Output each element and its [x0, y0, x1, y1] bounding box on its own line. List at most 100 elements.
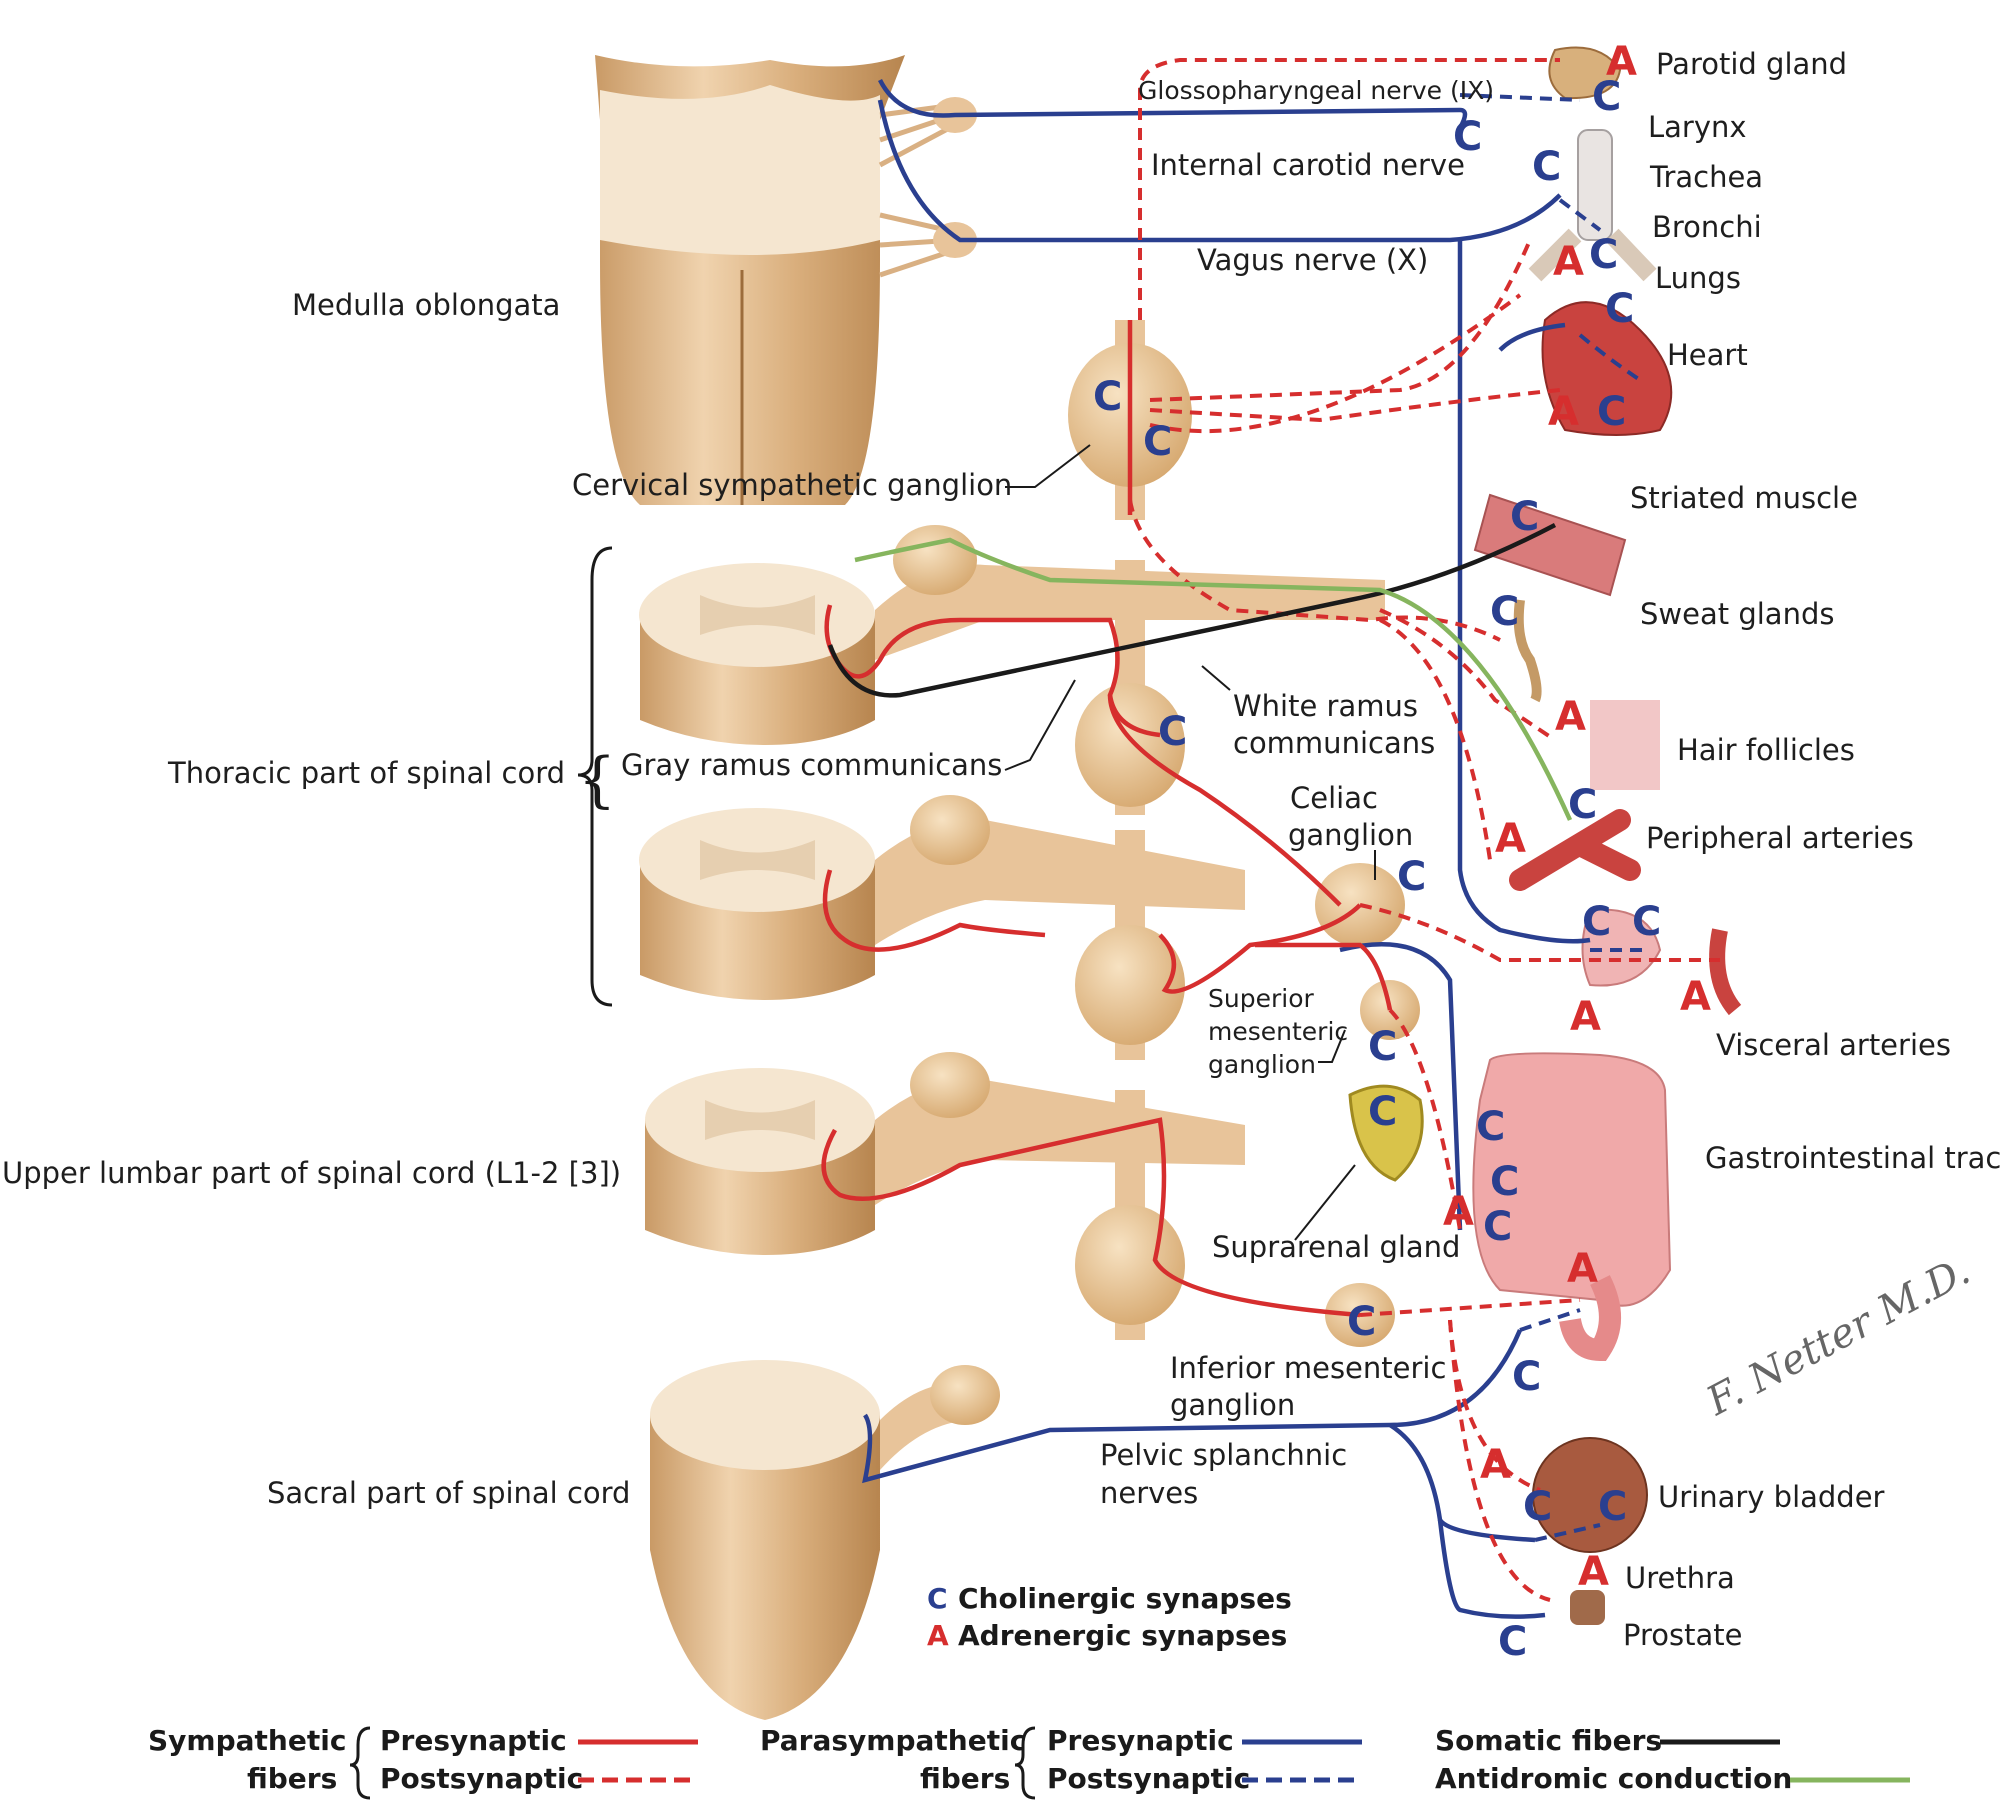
label-leader-lines: [1004, 444, 1376, 1241]
label-prostate: Prostate: [1623, 1618, 1742, 1652]
legend-sympathetic-1: Sympathetic: [148, 1724, 346, 1757]
thoracic-spinal-segment-1: [639, 525, 1385, 815]
synapse-c-rectum: C: [1512, 1354, 1541, 1400]
synapse-c-bronchi: C: [1589, 232, 1618, 278]
legend-parasympathetic-1: Parasympathetic: [760, 1724, 1026, 1757]
synapse-c-cervical-2: C: [1143, 419, 1172, 465]
synapse-c-trachea: C: [1532, 144, 1561, 190]
label-vagus-nerve: Vagus nerve (X): [1197, 243, 1428, 277]
ganglion-labels: Cervical sympathetic ganglion White ramu…: [572, 468, 1460, 1422]
legend-para-post: Postsynaptic: [1047, 1762, 1250, 1795]
synapse-a-peripheral: A: [1495, 816, 1526, 862]
label-parotid: Parotid gland: [1656, 47, 1847, 81]
parotid-gland-shape: [1548, 46, 1622, 100]
label-upper-lumbar-spinal-cord: Upper lumbar part of spinal cord (L1-2 […: [2, 1156, 621, 1190]
synapse-c-bladder-2: C: [1598, 1484, 1627, 1530]
synapse-c-glossopharyngeal: C: [1453, 114, 1482, 160]
synapse-key-c-text: Cholinergic synapses: [958, 1582, 1292, 1615]
label-white-ramus-1: White ramus: [1233, 689, 1418, 723]
synapse-a-parotid: A: [1606, 39, 1637, 85]
label-heart: Heart: [1667, 338, 1748, 372]
legend-para-pre: Presynaptic: [1047, 1724, 1234, 1757]
sweat-gland-shape: [1513, 599, 1542, 703]
nerve-labels: Glossopharyngeal nerve (IX) Internal car…: [1100, 76, 1494, 1510]
sacral-spinal-segment: [650, 1360, 1000, 1720]
label-pelvic-splanchnic-1: Pelvic splanchnic: [1100, 1438, 1347, 1472]
label-glossopharyngeal-nerve: Glossopharyngeal nerve (IX): [1138, 76, 1494, 105]
synapse-c-heart-2: C: [1597, 389, 1626, 435]
synapse-markers: A C C C C A C A C C C C C C A C A C C C …: [1093, 39, 1711, 1665]
label-peripheral-arteries: Peripheral arteries: [1646, 821, 1914, 855]
label-celiac-2: ganglion: [1288, 818, 1413, 852]
artist-signature: F. Netter M.D.: [1699, 1248, 1978, 1425]
label-urinary-bladder: Urinary bladder: [1658, 1480, 1885, 1514]
trachea-shape: [1577, 129, 1613, 241]
synapse-c-bladder-1: C: [1523, 1484, 1552, 1530]
synapse-key-c-letter: C: [927, 1582, 948, 1615]
synapse-key-a-letter: A: [927, 1619, 949, 1652]
label-internal-carotid-nerve: Internal carotid nerve: [1151, 148, 1465, 182]
visceral-artery-shape: [1709, 928, 1742, 1016]
synapse-a-visceral: A: [1680, 974, 1711, 1020]
parasympathetic-presynaptic-fibers: [862, 78, 1591, 1619]
synapse-c-heart-1: C: [1605, 286, 1634, 332]
striated-muscle-shape: [1473, 493, 1627, 597]
synapse-c-sweat: C: [1490, 589, 1519, 635]
synapse-c-striated: C: [1510, 494, 1539, 540]
label-infmes-1: Inferior mesenteric: [1170, 1351, 1446, 1385]
thoracic-brace-line: [577, 546, 613, 1007]
label-pelvic-splanchnic-2: nerves: [1100, 1476, 1198, 1510]
synapse-c-infmes: C: [1347, 1299, 1376, 1345]
antidromic-conduction-fiber: [854, 537, 1573, 821]
label-supmes-2: mesenteric: [1208, 1017, 1348, 1046]
upper-lumbar-spinal-segment: [645, 1052, 1245, 1340]
label-sweat-glands: Sweat glands: [1640, 597, 1834, 631]
label-sacral-spinal-cord: Sacral part of spinal cord: [267, 1476, 630, 1510]
heart-shape: [1541, 301, 1673, 436]
label-thoracic-spinal-cord: Thoracic part of spinal cord: [167, 756, 565, 790]
synapse-c-peripheral: C: [1568, 782, 1597, 828]
synapse-c-cervical-1: C: [1093, 374, 1122, 420]
label-trachea: Trachea: [1649, 160, 1763, 194]
bladder-shape: [1532, 1437, 1648, 1553]
synapse-a-heart: A: [1548, 389, 1579, 435]
thoracic-brace: {: [578, 745, 616, 815]
label-supmes-1: Superior: [1208, 984, 1314, 1013]
legend-sympathetic-2: fibers: [247, 1762, 337, 1795]
legend-parasympathetic-2: fibers: [920, 1762, 1010, 1795]
synapse-c-supmes: C: [1368, 1024, 1397, 1070]
bronchi-shape: [1528, 228, 1657, 282]
organ-labels: Parotid gland Larynx Trachea Bronchi Lun…: [1623, 47, 2000, 1652]
synapse-c-prostate: C: [1498, 1619, 1527, 1665]
peripheral-artery-shape: [1509, 809, 1641, 891]
synapse-a-bladder: A: [1480, 1442, 1511, 1488]
synapse-key-a-text: Adrenergic synapses: [958, 1619, 1287, 1652]
label-striated-muscle: Striated muscle: [1630, 481, 1858, 515]
label-celiac-1: Celiac: [1290, 781, 1378, 815]
label-visceral-arteries: Visceral arteries: [1716, 1028, 1951, 1062]
synapse-a-hair: A: [1555, 694, 1586, 740]
hair-follicle-shape: [1590, 700, 1660, 790]
label-suprarenal: Suprarenal gland: [1212, 1230, 1460, 1264]
fiber-legend: Sympathetic fibers Presynaptic Postsynap…: [148, 1724, 1910, 1800]
synapse-a-lungs: A: [1553, 239, 1584, 285]
label-gray-ramus: Gray ramus communicans: [621, 748, 1002, 782]
region-labels: Medulla oblongata Thoracic part of spina…: [2, 288, 630, 1510]
synapse-c-celiac: C: [1397, 854, 1426, 900]
somatic-fiber: [827, 523, 1557, 698]
label-white-ramus-2: communicans: [1233, 726, 1435, 760]
prostate-shape: [1570, 1590, 1605, 1625]
medulla-oblongata-illustration: [595, 55, 977, 505]
colon-shape: [1559, 1275, 1621, 1362]
sympathetic-postsynaptic-fibers: [1128, 58, 1720, 1602]
parasympathetic-postsynaptic-fibers: [1459, 93, 1650, 1542]
synapse-c-gi-3: C: [1483, 1204, 1512, 1250]
synapse-a-stomach: A: [1570, 994, 1601, 1040]
label-medulla-oblongata: Medulla oblongata: [292, 288, 560, 322]
label-larynx: Larynx: [1648, 110, 1747, 144]
synapse-key: C Cholinergic synapses A Adrenergic syna…: [927, 1582, 1292, 1652]
intestine-shape: [1472, 1052, 1672, 1307]
stomach-shape: [1581, 908, 1662, 987]
synapse-c-stomach-2: C: [1632, 899, 1661, 945]
